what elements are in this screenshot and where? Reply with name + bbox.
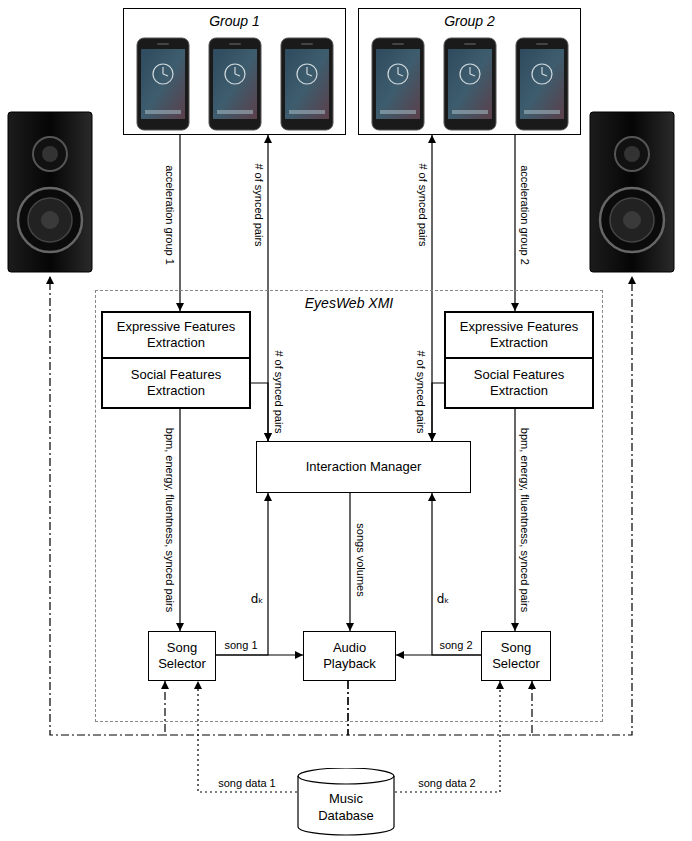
connector-label: # of synced pairs [253,161,265,248]
phone [137,38,189,130]
cylinder-rim [298,776,394,784]
phone [516,38,568,130]
phone [209,38,261,130]
box-label: Interaction Manager [306,459,422,475]
connector-label: acceleration group 2 [519,163,531,267]
connector [432,493,481,655]
connector-label: # of synced pairs [415,348,427,435]
connector-label: bpm, energy, fluentness, synced pairs [519,426,531,614]
connector [198,681,297,792]
connector [514,409,515,631]
group-box: Group 2 [358,8,581,135]
connector-label: song 2 [437,639,474,651]
connector-label: # of synced pairs [417,161,429,248]
connector [179,409,180,631]
phone [281,38,333,130]
box-label: Social Features Extraction [451,367,587,400]
connector [348,681,532,735]
group-title: Group 1 [124,9,345,29]
connector-label: # of synced pairs [273,348,285,435]
connector [179,135,180,311]
connector-label: dₖ [435,593,452,606]
process-box: Expressive Features Extraction [444,311,594,359]
speaker-left [8,112,92,272]
connector-label: songs volumes [355,521,367,598]
box-label: Music Database [302,791,390,824]
connector [251,383,268,441]
group-box: Group 1 [123,8,346,135]
process-box: Social Features Extraction [444,357,594,409]
box-label: Expressive Features Extraction [108,319,244,352]
region-title: EyesWeb XMI [96,291,602,311]
connector [216,493,268,655]
box-label: Audio Playback [309,640,390,673]
box-label: Expressive Features Extraction [451,319,587,352]
connector-label: song data 2 [416,777,478,789]
box-label: Song Selector [154,640,210,673]
connector-label: dₖ [249,593,266,606]
phone [372,38,424,130]
connector [432,383,444,441]
cylinder-body [298,768,394,835]
connector [216,654,303,655]
process-box: Social Features Extraction [101,357,251,409]
process-box: Interaction Manager [256,441,471,493]
connector [349,493,350,631]
connector [396,654,481,655]
process-box: Expressive Features Extraction [101,311,251,359]
connector-label: acceleration group 1 [164,163,176,267]
connector [514,135,515,311]
connector [165,681,348,735]
connector [395,681,500,792]
connector-label: song data 1 [216,777,278,789]
box-label: Social Features Extraction [108,367,244,400]
connector-label: bpm, energy, fluentness, synced pairs [164,426,176,614]
process-box: Audio Playback [303,631,396,681]
group-title: Group 2 [359,9,580,29]
connector-label: song 1 [222,639,259,651]
box-label: Song Selector [487,640,545,673]
phone [444,38,496,130]
process-box: Song Selector [148,631,216,681]
process-box: Song Selector [481,631,551,681]
database-cylinder: Music Database [297,768,395,836]
speaker-right [590,112,674,272]
